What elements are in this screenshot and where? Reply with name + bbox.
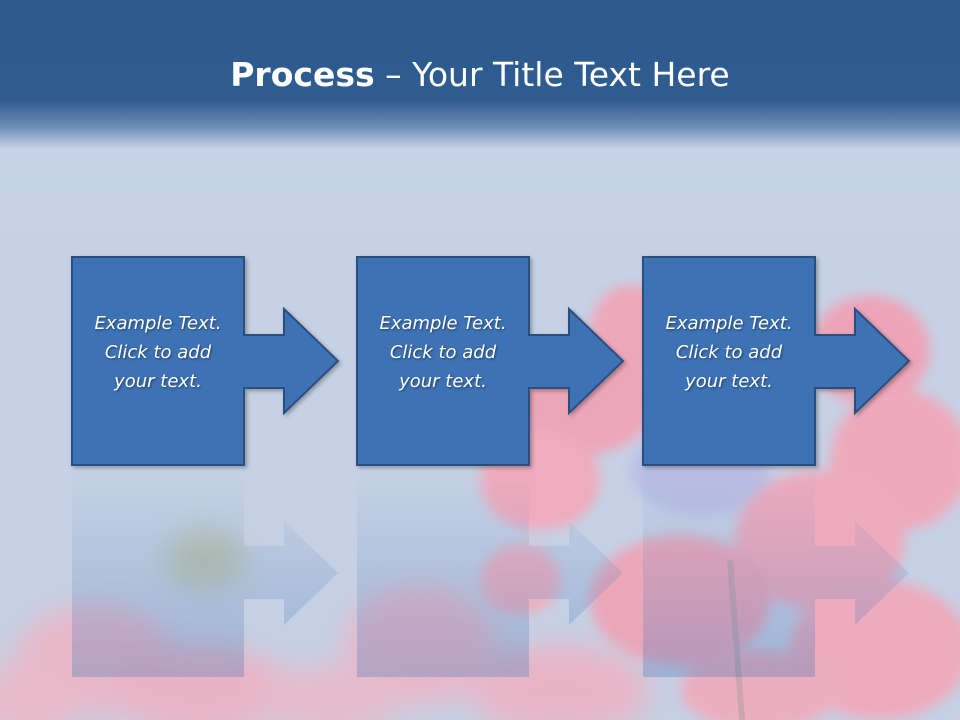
step-reflection: [357, 469, 623, 677]
step-text-line: Example Text.: [94, 313, 222, 334]
title-bold-part: Process: [230, 55, 375, 94]
step-text-line: your text.: [685, 371, 773, 392]
step-text-line: your text.: [114, 371, 202, 392]
step-text-line: Click to add: [104, 342, 212, 363]
header-band: [0, 0, 960, 148]
process-step-shape[interactable]: [356, 256, 625, 466]
step-text[interactable]: Example Text. Click to add your text.: [643, 309, 815, 396]
step-text[interactable]: Example Text. Click to add your text.: [72, 309, 244, 396]
title-rest-part: – Your Title Text Here: [374, 55, 730, 94]
step-text-line: Click to add: [675, 342, 783, 363]
step-text-line: Example Text.: [379, 313, 507, 334]
step-text-line: your text.: [399, 371, 487, 392]
step-text-line: Example Text.: [665, 313, 793, 334]
step-reflection: [643, 469, 909, 677]
step-text[interactable]: Example Text. Click to add your text.: [357, 309, 529, 396]
step-reflection: [72, 469, 338, 677]
process-step-shape[interactable]: [71, 256, 340, 466]
process-step-shape[interactable]: [642, 256, 911, 466]
slide-title: Process – Your Title Text Here: [0, 50, 960, 100]
step-text-line: Click to add: [389, 342, 497, 363]
